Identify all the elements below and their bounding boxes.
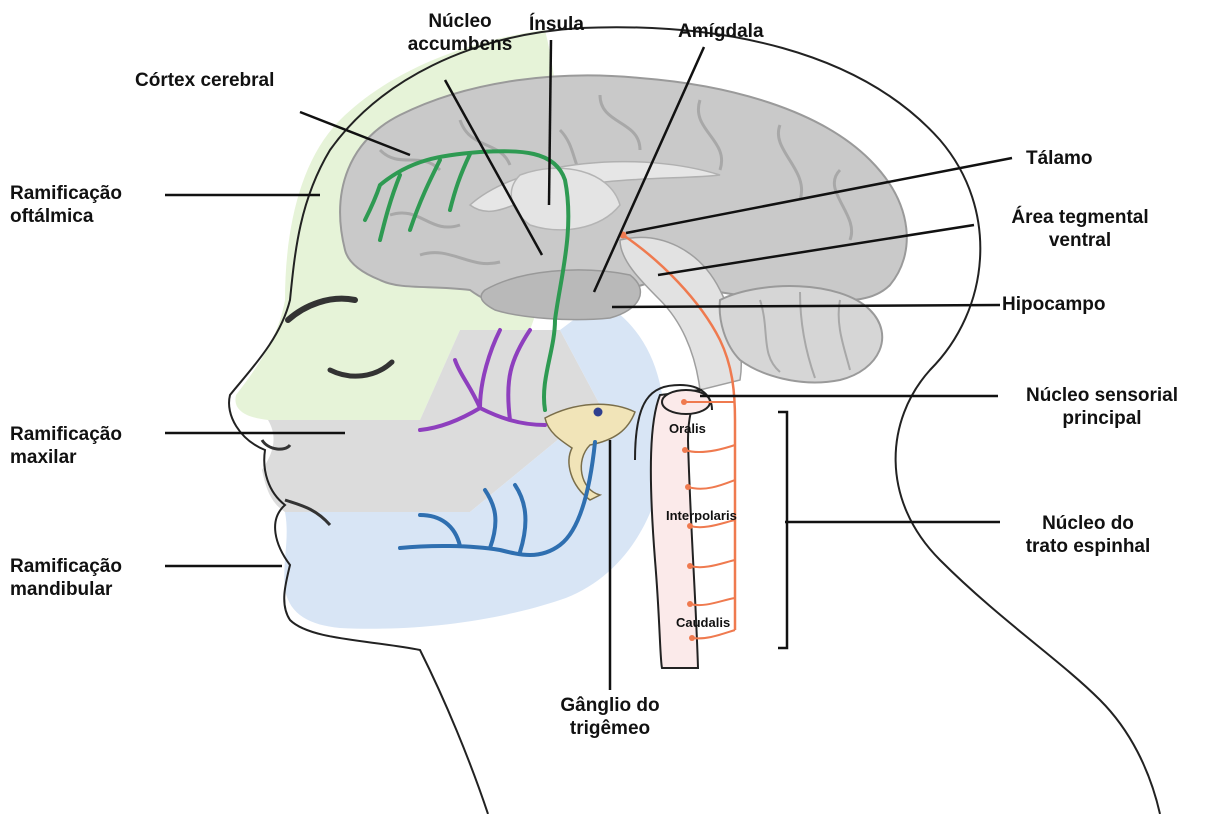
label-mandibular: Ramificação mandibular [10, 555, 122, 601]
label-vta-line1: Área tegmental [980, 206, 1180, 229]
label-vta-line2: ventral [980, 229, 1180, 252]
label-spinal-tract: Núcleo do trato espinhal [1000, 512, 1176, 558]
label-spinal-tract-line1: Núcleo do [1000, 512, 1176, 535]
label-insula: Ínsula [529, 13, 584, 36]
label-ganglion-line1: Gânglio do [530, 694, 690, 717]
label-caudalis: Caudalis [676, 615, 730, 630]
label-mandibular-line2: mandibular [10, 578, 122, 601]
ganglion-cell [594, 408, 603, 417]
label-ophthalmic-line1: Ramificação [10, 182, 122, 205]
label-maxillary: Ramificação maxilar [10, 423, 122, 469]
label-oralis: Oralis [669, 421, 706, 436]
label-principal-sensory-line2: principal [1002, 407, 1202, 430]
label-cortex: Córtex cerebral [135, 69, 274, 92]
label-principal-sensory-line1: Núcleo sensorial [1002, 384, 1202, 407]
label-maxillary-line1: Ramificação [10, 423, 122, 446]
label-thalamus: Tálamo [1026, 147, 1093, 170]
label-mandibular-line1: Ramificação [10, 555, 122, 578]
label-ophthalmic: Ramificação oftálmica [10, 182, 122, 228]
label-spinal-tract-line2: trato espinhal [1000, 535, 1176, 558]
label-ganglion: Gânglio do trigêmeo [530, 694, 690, 740]
label-accumbens-line1: Núcleo [370, 10, 550, 33]
label-interpolaris: Interpolaris [666, 508, 737, 523]
label-ophthalmic-line2: oftálmica [10, 205, 122, 228]
label-maxillary-line2: maxilar [10, 446, 122, 469]
label-amygdala: Amígdala [678, 20, 764, 43]
label-ganglion-line2: trigêmeo [530, 717, 690, 740]
label-accumbens-line2: accumbens [370, 33, 550, 56]
label-hippocampus: Hipocampo [1002, 293, 1105, 316]
label-principal-sensory: Núcleo sensorial principal [1002, 384, 1202, 430]
label-vta: Área tegmental ventral [980, 206, 1180, 252]
label-accumbens: Núcleo accumbens [370, 10, 550, 56]
